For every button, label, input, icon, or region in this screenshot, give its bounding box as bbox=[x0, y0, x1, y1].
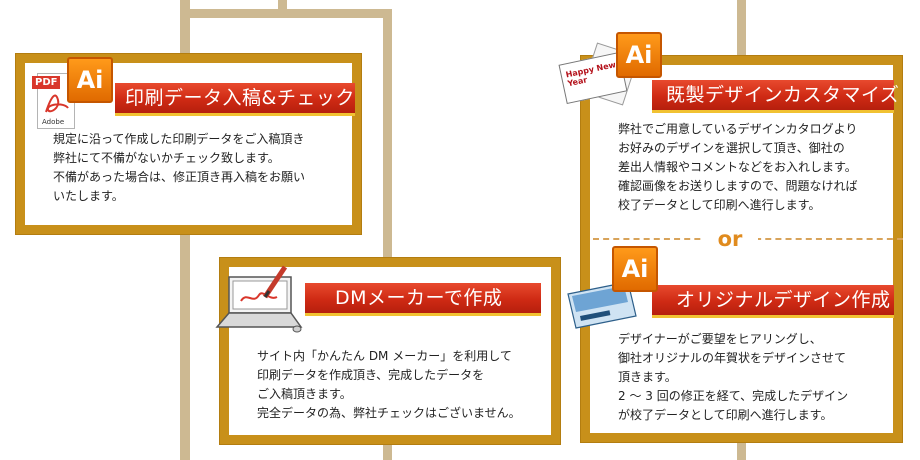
card-greeting: Happy New Year bbox=[564, 60, 617, 89]
connector-line bbox=[383, 9, 392, 460]
panel-title: 既製デザインカスタマイズ bbox=[652, 80, 899, 113]
panel-body: 印刷データ入稿&チェック 規定に沿って作成した印刷データをご入稿頂き 弊社にて不… bbox=[25, 63, 355, 225]
panel-dm-maker: DMメーカーで作成 サイト内「かんたん DM メーカー」を利用して 印刷データを… bbox=[215, 257, 561, 445]
panel-description: デザイナーがご要望をヒアリングし、 御社オリジナルの年賀状をデザインさせて 頂き… bbox=[618, 332, 849, 422]
panel-title: オリジナルデザイン作成 bbox=[652, 285, 894, 318]
illustrator-ai-icon: Ai bbox=[612, 246, 658, 292]
panel-body: DMメーカーで作成 サイト内「かんたん DM メーカー」を利用して 印刷データを… bbox=[229, 267, 551, 435]
or-separator: or bbox=[702, 228, 758, 250]
panel-print-data-check: 印刷データ入稿&チェック 規定に沿って作成した印刷データをご入稿頂き 弊社にて不… bbox=[15, 53, 362, 235]
panel-title: DMメーカーで作成 bbox=[305, 283, 541, 316]
postcard-icon bbox=[567, 281, 637, 329]
illustrator-ai-icon: Ai bbox=[616, 32, 662, 78]
panel-description: 規定に沿って作成した印刷データをご入稿頂き 弊社にて不備がないかチェック致します… bbox=[53, 132, 306, 203]
panel-description: サイト内「かんたん DM メーカー」を利用して 印刷データを作成頂き、完成したデ… bbox=[257, 349, 521, 420]
pdf-tag: PDF bbox=[32, 76, 61, 89]
connector-line bbox=[180, 9, 392, 18]
connector-line bbox=[278, 0, 287, 14]
laptop-pen-icon bbox=[215, 265, 303, 333]
panel-title: 印刷データ入稿&チェック bbox=[115, 83, 355, 116]
illustrator-ai-icon: Ai bbox=[67, 57, 113, 103]
adobe-label: Adobe bbox=[42, 118, 65, 126]
panel-description: 弊社でご用意しているデザインカタログより お好みのデザインを選択して頂き、御社の… bbox=[618, 122, 858, 212]
